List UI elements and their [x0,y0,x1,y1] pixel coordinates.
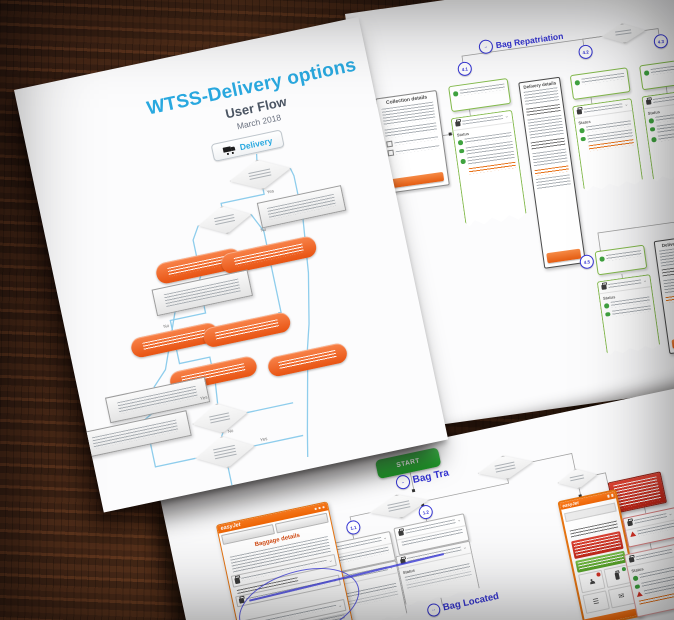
delivery-entry-label: Delivery [238,135,274,153]
bag-icon [234,577,240,584]
delivery-panel-button [546,248,582,264]
process-text [163,278,242,307]
status-check-item [574,72,625,86]
process-text [267,193,336,220]
chevron-down-icon: ⌄ [642,277,648,285]
flow-step-badge-icon: ·· [426,602,442,618]
warning-triangle-icon [629,530,637,538]
bag-icon [455,121,460,127]
bag-icon [577,109,582,115]
bag-status-card-small [448,78,512,113]
repatriation-title-row: ·· Bag Repatriation [478,29,564,55]
action-text [234,243,304,267]
decision-diamond [475,450,535,485]
bag-status-card: ⌄ Status [451,110,528,230]
delivery-panel-text [527,114,564,140]
delivery-panel-text [532,148,568,168]
action-text [142,329,207,351]
bag-card-header-text [608,280,642,289]
decision-diamond [555,465,598,493]
action-node [219,234,319,276]
action-text [167,254,230,277]
edge-label-no: No [162,322,170,330]
bag-status-card-small [639,57,674,91]
step-badge: 1.1 [345,519,362,536]
bag-icon [601,284,606,290]
flow-step-badge-icon: ·· [478,38,494,55]
bag-icon [646,99,651,105]
decision-diamond [195,201,254,240]
process-text [91,419,179,450]
status-check-item [644,63,674,76]
bag-card-header-text [462,115,503,125]
result-card-alert: ⌄ [622,507,674,548]
chevron-down-icon: ⌄ [456,517,462,524]
status-check-item [599,250,642,262]
alert-text [613,476,662,509]
bag-icon [614,572,621,581]
step-badge-number: 4.2 [582,48,590,55]
flow-step-badge-icon: ·· [394,473,412,491]
edge-label-yes: Yes [259,435,268,443]
header-menu-icons [606,493,614,498]
step-badge-number: 4.3 [657,38,665,45]
edge-label-yes: Yes [266,188,275,195]
easyjet-logo: easyJet [561,500,580,509]
action-text [215,318,279,341]
collection-confirm-button [391,171,445,189]
step-badge: 4.3 [652,33,669,50]
action-node [201,310,293,349]
delivery-panel-text [663,274,674,295]
document-icon: ☰ [592,598,600,607]
status-check-item [453,83,506,97]
bag-card-header: ⌄ [643,89,674,108]
action-node [266,341,349,378]
chevron-down-icon: ⌄ [667,511,674,518]
chevron-down-icon: ⌄ [504,113,510,120]
bag-status-card-small [569,67,631,101]
step-badge: 4.2 [577,43,594,60]
alert-dot-badge [596,572,601,577]
chevron-down-icon: ⌄ [327,557,334,565]
chevron-down-icon: ⌄ [623,101,629,109]
bag-status-card: ⌄ Status [597,274,661,357]
bag-card-header-text [583,104,622,113]
step-badge-number: 1.2 [422,508,430,516]
step-badge-number: 4.5 [583,258,591,265]
step-badge-number: 1.1 [349,524,357,531]
decision-diamond [227,154,294,196]
edge-label-no: No [260,226,267,233]
bag-card-header-text [635,549,673,561]
report-tile: ☰ [582,590,610,614]
step-badge: 4.1 [456,60,473,77]
step-badge-number: 4.1 [461,65,469,72]
header-menu-icons [313,505,325,511]
chevron-down-icon: ⌄ [382,534,388,542]
warning-triangle-icon [635,590,643,597]
delivery-panel-text [535,174,572,190]
chevron-down-icon: ⌄ [462,544,468,552]
check-dot-badge [621,566,627,572]
truck-icon [222,144,237,156]
step-badge: 4.5 [578,253,595,270]
contact-details-tile [578,569,606,594]
bag-status-card: ⌄ Status [572,98,644,193]
person-icon [589,579,595,585]
decision-diamond [600,20,646,46]
bag-icon [398,529,404,537]
bag-card-header-text [633,513,667,525]
start-label: START [395,457,421,470]
bag-status-card: ⌄ Status [641,88,674,183]
step-badge: 1.2 [417,503,435,521]
delivery-details-panel: Delivery details [518,76,586,269]
mail-icon: ✉ [618,592,626,601]
bag-status-card-small [594,244,648,276]
bag-card-header-text [652,94,674,103]
bag-icon [626,519,633,527]
repatriation-title: Bag Repatriation [495,30,564,51]
action-text [278,349,337,371]
bag-icon [628,556,635,563]
